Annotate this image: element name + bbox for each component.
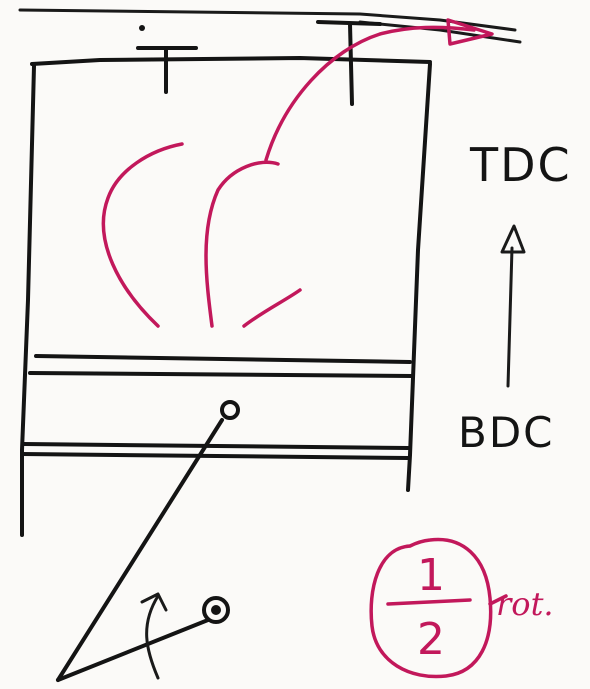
wrist-pin bbox=[220, 400, 240, 420]
fraction-circle bbox=[369, 537, 493, 679]
intake-valve bbox=[136, 46, 198, 94]
exhaust-pipe-upper-line bbox=[18, 8, 517, 32]
cylinder-right-wall bbox=[406, 62, 432, 492]
fraction-numerator: 1 bbox=[417, 550, 445, 601]
rotation-label: rot. bbox=[496, 585, 554, 623]
crank-arm bbox=[56, 618, 210, 682]
rot-connector bbox=[488, 594, 508, 606]
bdc-label: BDC bbox=[458, 408, 555, 457]
cylinder-left-wall bbox=[20, 64, 36, 537]
piston-top-line bbox=[34, 354, 412, 364]
crankshaft-outer bbox=[202, 596, 230, 624]
fraction-label: 1 2 bbox=[372, 540, 490, 670]
piston-upper-line bbox=[28, 371, 414, 378]
tdc-label: TDC bbox=[470, 138, 572, 192]
stroke-arrowhead bbox=[500, 224, 526, 254]
piston-bottom-line-2 bbox=[20, 452, 410, 460]
fraction-denominator: 2 bbox=[417, 614, 445, 665]
flame-right bbox=[204, 160, 280, 328]
cylinder-head-line bbox=[30, 56, 432, 66]
stroke-arrow-shaft bbox=[506, 246, 514, 388]
exhaust-flow-arrow bbox=[264, 25, 476, 162]
flame-tail bbox=[242, 288, 302, 328]
rotation-arrow bbox=[140, 592, 168, 680]
piston-bottom-line bbox=[22, 442, 410, 450]
exhaust-flow-arrowhead bbox=[446, 18, 494, 46]
exhaust-pipe-lower-line bbox=[358, 20, 522, 44]
connecting-rod bbox=[56, 418, 224, 682]
intake-valve-dot bbox=[139, 25, 145, 31]
flame-left bbox=[101, 142, 184, 328]
fraction-bar bbox=[386, 598, 472, 606]
crankshaft-inner bbox=[211, 605, 221, 615]
exhaust-valve bbox=[316, 20, 382, 106]
